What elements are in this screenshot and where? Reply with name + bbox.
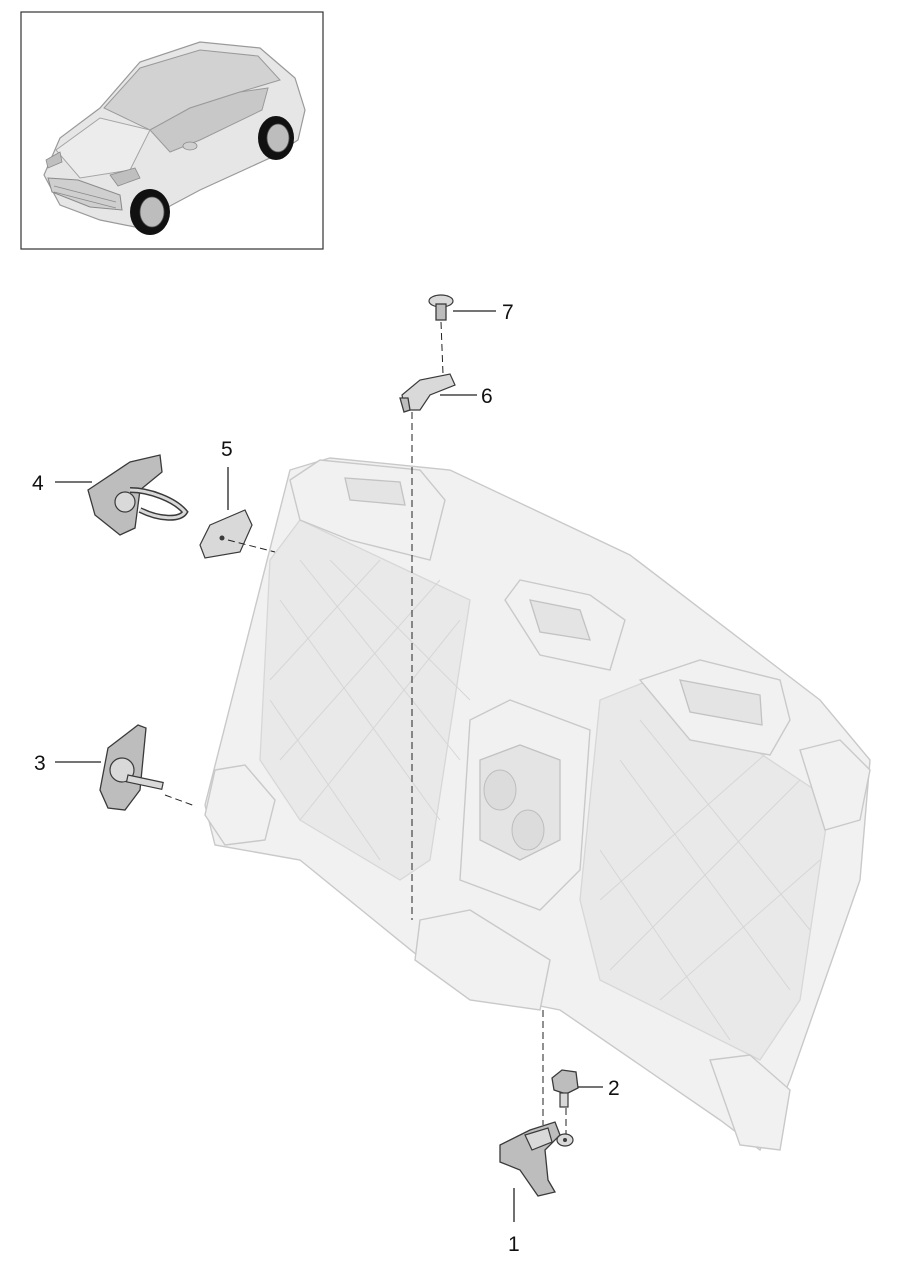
- seat-back-frame: [204, 457, 871, 1152]
- callout-labels: 7 6 5 4 3 2 1: [32, 301, 620, 1256]
- part-2-bolt: [551, 1069, 579, 1108]
- part-4-striker: [87, 454, 189, 536]
- part-6-cover: [399, 373, 456, 413]
- callout-1: 1: [508, 1233, 520, 1256]
- assembly-lines: [164, 321, 567, 1134]
- leader-lines: [55, 310, 603, 1222]
- part-3-striker: [99, 724, 164, 811]
- part-5-pad: [199, 509, 253, 559]
- callout-2: 2: [608, 1077, 620, 1100]
- callout-6: 6: [481, 385, 493, 408]
- vehicle-thumbnail: [20, 11, 324, 250]
- callout-5: 5: [221, 438, 233, 461]
- vehicle-icon: [43, 41, 306, 235]
- callout-3: 3: [34, 752, 46, 775]
- callout-7: 7: [502, 301, 514, 324]
- part-7-screw: [428, 294, 454, 321]
- part-1-hinge: [499, 1121, 574, 1197]
- callout-4: 4: [32, 472, 44, 495]
